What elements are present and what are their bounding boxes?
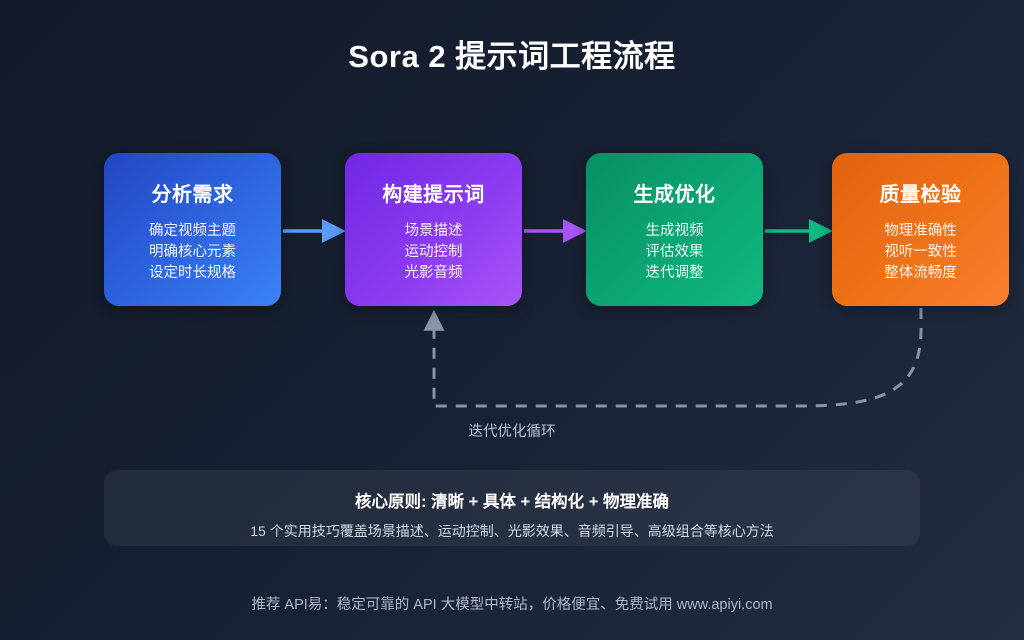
stage-card-line: 运动控制	[404, 244, 463, 260]
stage-card-generate-optimize[interactable]: 生成优化 生成视频 评估效果 迭代调整	[586, 153, 763, 306]
footer-promo-text: 推荐 API易：稳定可靠的 API 大模型中转站，价格便宜、免费试用 www.a…	[251, 597, 773, 613]
stage-card-line: 光影音频	[404, 265, 463, 281]
stage-card-line: 视听一致性	[884, 244, 957, 260]
stage-card-line: 确定视频主题	[149, 223, 236, 239]
feedback-loop-path	[423, 308, 923, 408]
stage-card-line: 整体流畅度	[884, 265, 957, 281]
core-principle-panel: 核心原则: 清晰 + 具体 + 结构化 + 物理准确 15 个实用技巧覆盖场景描…	[104, 470, 920, 546]
feedback-loop-label: 迭代优化循环	[468, 424, 556, 440]
stage-card-title: 质量检验	[879, 184, 962, 206]
stage-card-line: 生成视频	[645, 223, 704, 239]
stage-card-title: 生成优化	[633, 184, 716, 206]
stage-card-build-prompt[interactable]: 构建提示词 场景描述 运动控制 光影音频	[345, 153, 522, 306]
stage-card-line: 设定时长规格	[149, 265, 236, 281]
stage-card-quality-check[interactable]: 质量检验 物理准确性 视听一致性 整体流畅度	[832, 153, 1009, 306]
stage-card-line: 场景描述	[404, 223, 463, 239]
page-title: Sora 2 提示词工程流程	[348, 39, 676, 74]
core-principle-subtext: 15 个实用技巧覆盖场景描述、运动控制、光影效果、音频引导、高级组合等核心方法	[250, 523, 774, 539]
stage-card-line: 明确核心元素	[149, 244, 236, 260]
stage-card-line: 评估效果	[645, 244, 704, 260]
stage-card-line: 物理准确性	[884, 223, 957, 239]
stage-card-title: 分析需求	[151, 184, 234, 206]
core-principle-headline: 核心原则: 清晰 + 具体 + 结构化 + 物理准确	[355, 493, 669, 511]
stage-card-title: 构建提示词	[382, 184, 485, 206]
stage-card-line: 迭代调整	[645, 265, 704, 281]
stage-card-analyze[interactable]: 分析需求 确定视频主题 明确核心元素 设定时长规格	[104, 153, 281, 306]
